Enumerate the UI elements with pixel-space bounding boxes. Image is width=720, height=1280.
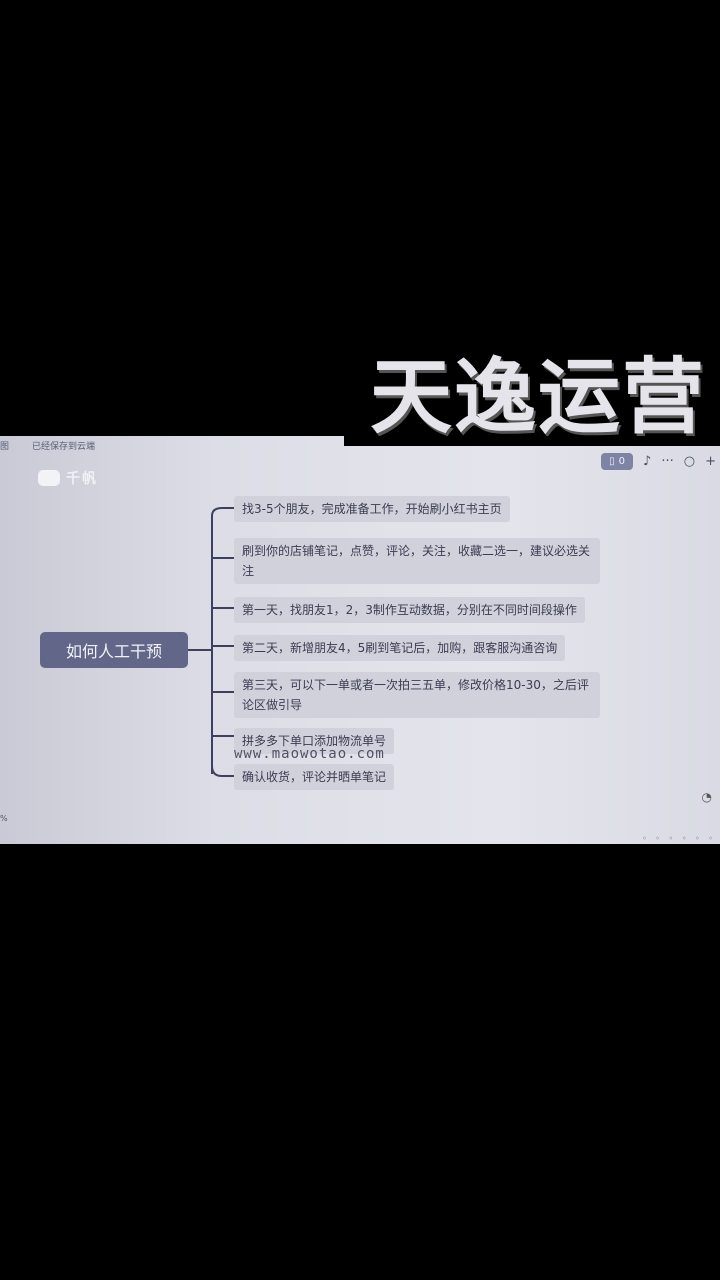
- help-circle-icon[interactable]: ◔: [701, 790, 712, 804]
- mindmap-branch-7[interactable]: 确认收货，评论并晒单笔记: [234, 764, 395, 790]
- bell-icon[interactable]: ♪: [643, 453, 652, 469]
- app-logo: 千帆: [38, 468, 98, 488]
- watermark-url: www.maowotao.com: [234, 746, 385, 762]
- toolbar: ▯ 0 ♪ ··· ○ +: [601, 450, 716, 472]
- document-icon: ▯: [609, 455, 615, 467]
- mindmap-branch-5[interactable]: 第三天，可以下一单或者一次拍三五单，修改价格10-30，之后评论区做引导: [234, 672, 600, 718]
- mindmap-branch-3[interactable]: 第一天，找朋友1，2，3制作互动数据，分别在不同时间段操作: [234, 597, 585, 623]
- logo-text: 千帆: [66, 471, 98, 487]
- logo-mark-icon: [38, 470, 60, 486]
- mindmap-root-node[interactable]: 如何人工干预: [40, 632, 188, 668]
- screen-crop-edge: [344, 436, 720, 446]
- mindmap-branch-2[interactable]: 刷到你的店铺笔记，点赞，评论，关注，收藏二选一，建议必选关注: [234, 538, 600, 584]
- mindmap-branch-1[interactable]: 找3-5个朋友，完成准备工作，开始刷小红书主页: [234, 496, 510, 522]
- share-count: 0: [618, 455, 626, 467]
- zoom-fragment: %: [0, 814, 8, 823]
- overlay-title: 天逸运营: [370, 350, 707, 445]
- search-icon[interactable]: ○: [683, 453, 696, 469]
- mindmap-branch-6[interactable]: 拼多多下单口添加物流单号: [234, 728, 395, 754]
- save-status: 已经保存到云端: [32, 442, 96, 452]
- taskbar-icons: ◦ ◦ ◦ ◦ ◦ ◦: [641, 834, 716, 843]
- top-bar: 图 已经保存到云端: [0, 436, 720, 452]
- mindmap-connectors: [188, 507, 234, 777]
- share-button[interactable]: ▯ 0: [601, 452, 634, 470]
- mindmap-branch-4[interactable]: 第二天，新增朋友4，5刷到笔记后，加购，跟客服沟通咨询: [234, 635, 566, 661]
- mindmap-app-screen: 图 已经保存到云端 千帆 ▯ 0 ♪ ··· ○ + 如何人工干预 找3-5个朋…: [0, 436, 720, 844]
- left-fragment-text: 图: [0, 442, 10, 452]
- plus-icon[interactable]: +: [705, 453, 716, 469]
- more-icon[interactable]: ···: [661, 453, 674, 469]
